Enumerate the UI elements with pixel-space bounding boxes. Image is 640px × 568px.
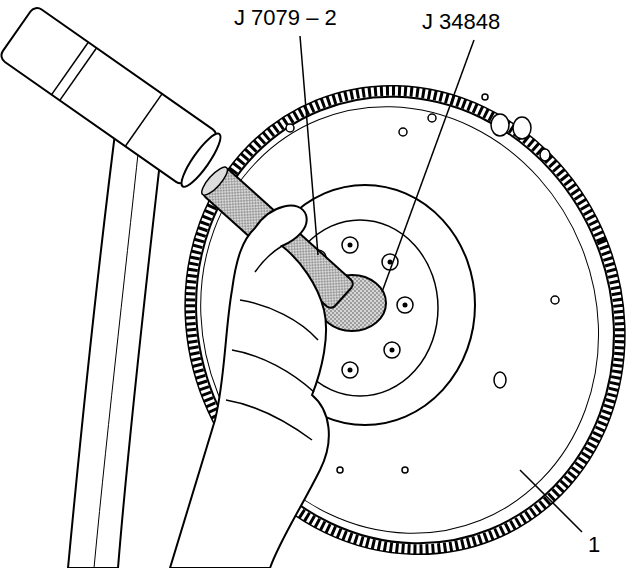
hand	[170, 206, 329, 568]
tool-label: J 7079 – 2	[232, 6, 339, 30]
callout-number: 1	[586, 533, 602, 557]
hammer-head	[0, 5, 226, 191]
finger-lines	[226, 246, 318, 440]
leader-lines	[300, 36, 582, 532]
tool-label: J 34848	[420, 10, 502, 34]
flywheel	[115, 19, 640, 568]
hammer-handle	[68, 110, 165, 568]
